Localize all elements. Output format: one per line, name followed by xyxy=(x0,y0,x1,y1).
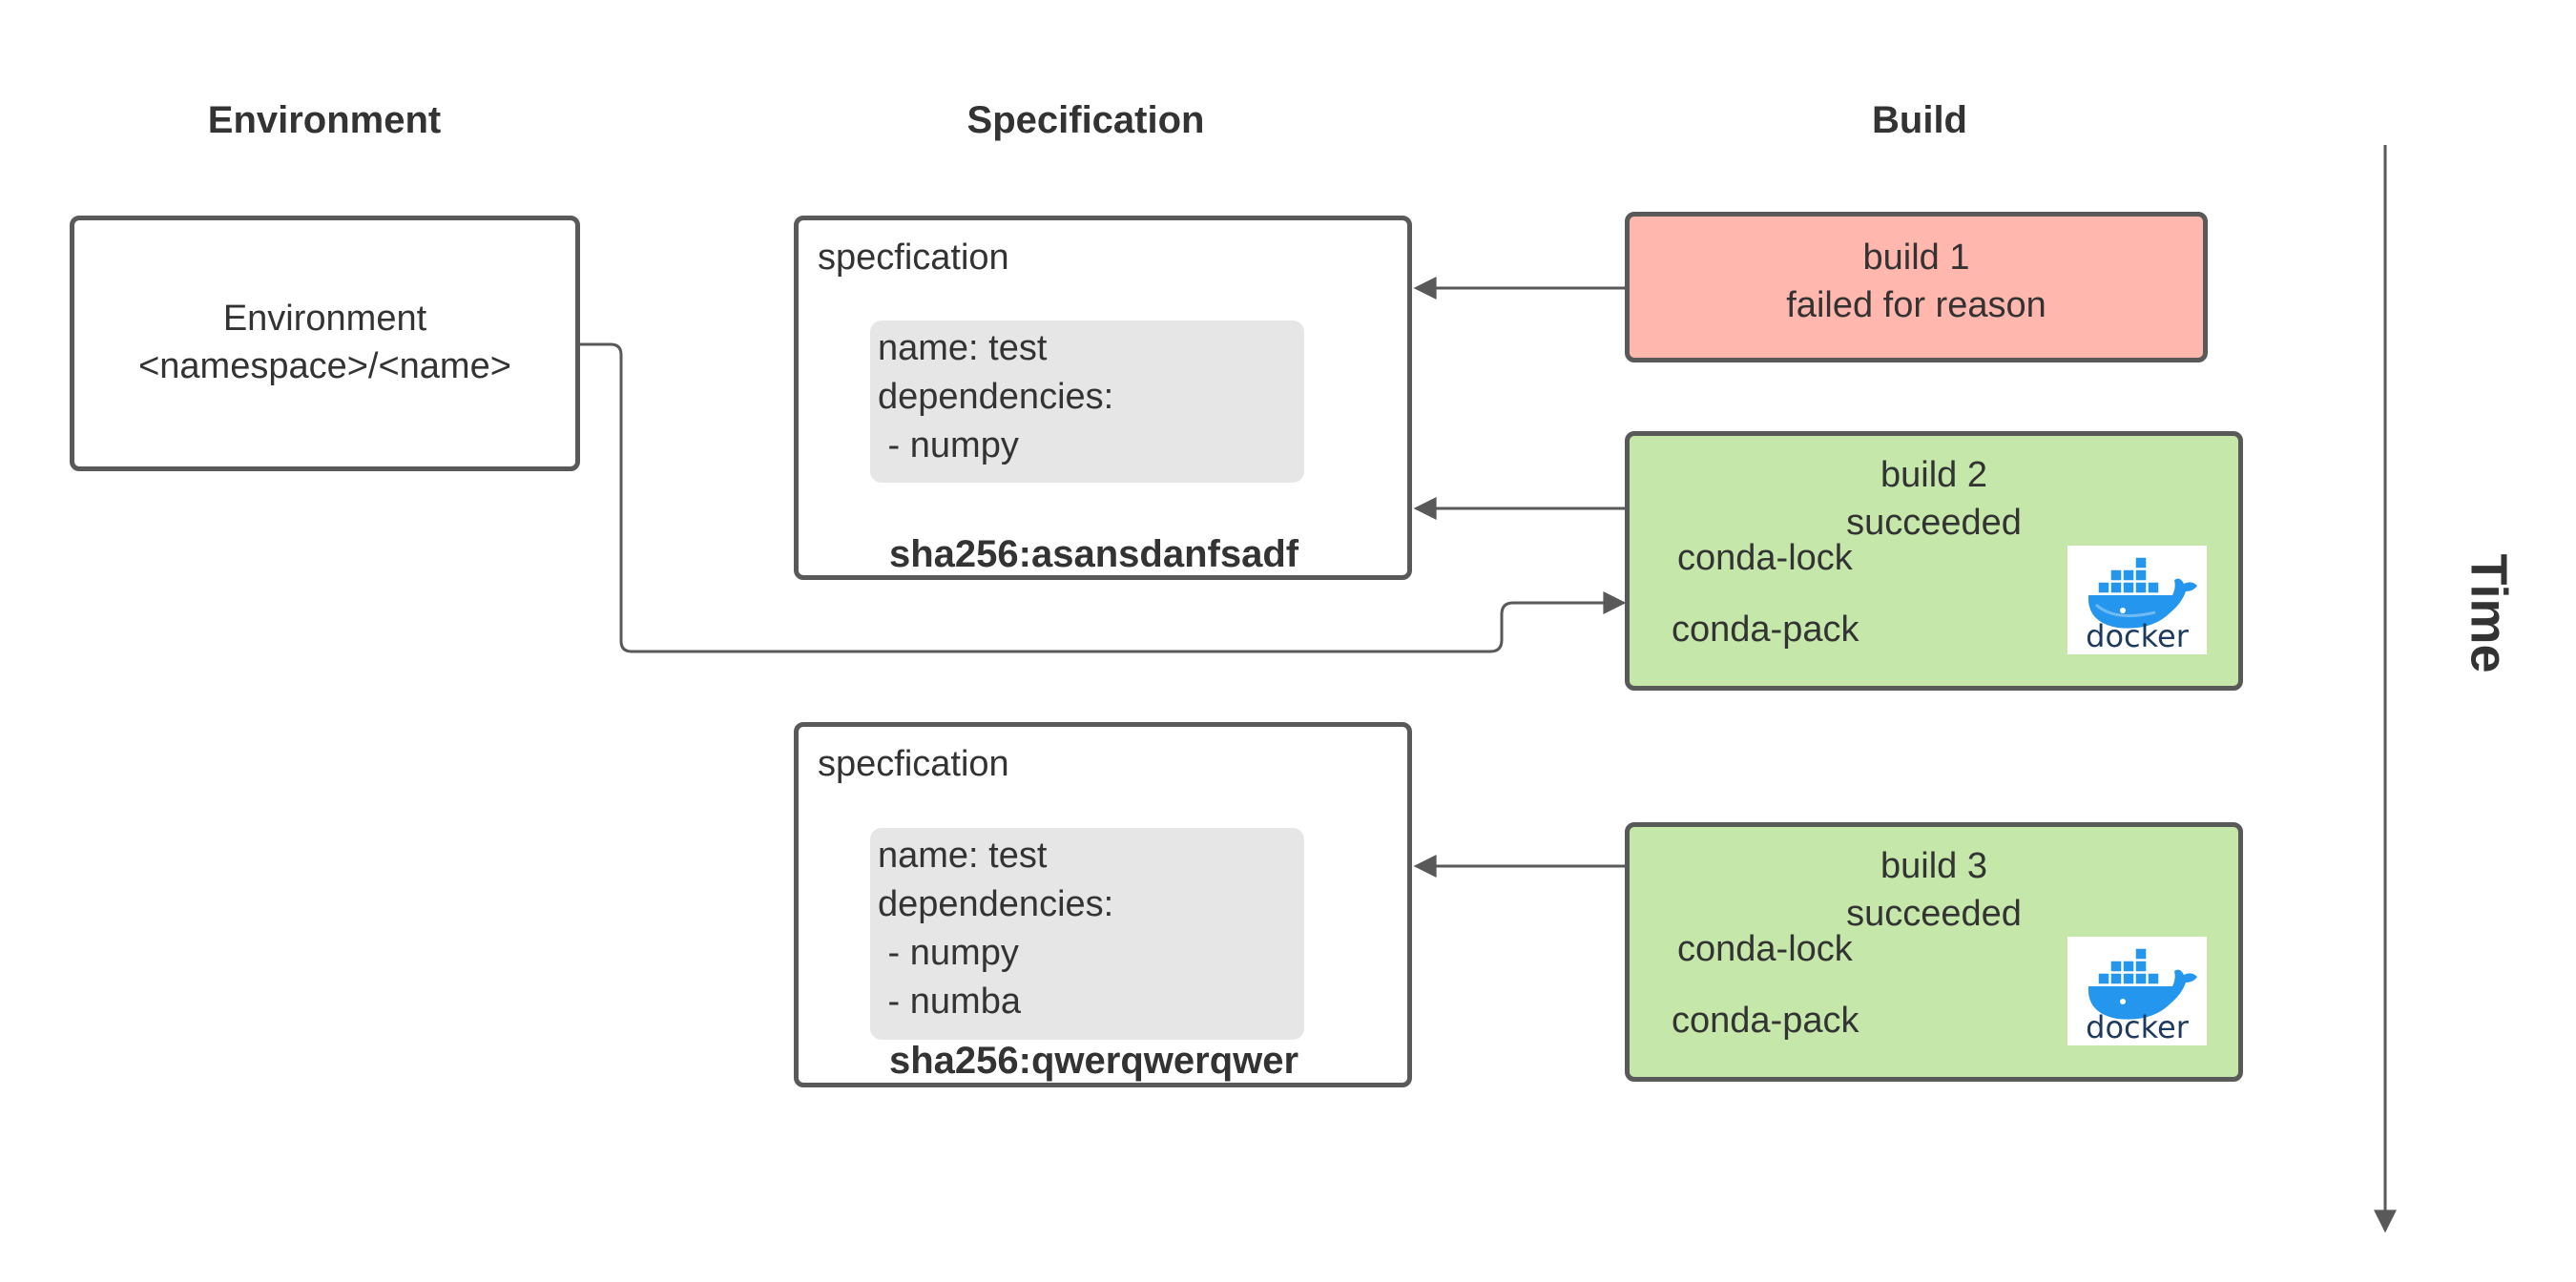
docker-logo-text: docker xyxy=(2086,1009,2190,1045)
time-label: Time xyxy=(2460,553,2518,673)
build-box-1: build 1 failed for reason xyxy=(1625,212,2208,362)
environment-box: Environment <namespace>/<name> xyxy=(70,216,580,471)
specification-box-1: specfication name: test dependencies: - … xyxy=(794,216,1412,580)
specification-title: specfication xyxy=(818,744,1009,784)
build-status: failed for reason xyxy=(1786,285,2046,325)
docker-whale-icon: docker xyxy=(2086,947,2197,1045)
docker-logo-text: docker xyxy=(2086,618,2190,654)
build-name: build 2 xyxy=(1880,455,1987,495)
specification-sha: sha256:qwerqwerqwer xyxy=(889,1040,1299,1082)
build-name: build 3 xyxy=(1880,846,1987,886)
build-status: succeeded xyxy=(1846,894,2022,934)
conda-lock-label: conda-lock xyxy=(1677,538,1853,578)
specification-yaml: name: test dependencies: - numpy xyxy=(870,320,1304,483)
build-box-3: build 3 succeeded conda-lock conda-pack … xyxy=(1625,822,2243,1082)
docker-logo: docker xyxy=(2067,937,2207,1045)
build-header: Build xyxy=(1872,99,1967,141)
specification-title: specfication xyxy=(818,238,1009,278)
specification-yaml: name: test dependencies: - numpy - numba xyxy=(870,828,1304,1040)
arrow-env-to-build2 xyxy=(579,342,1627,653)
build-name: build 1 xyxy=(1862,238,1970,278)
docker-whale-icon: docker xyxy=(2086,556,2197,654)
specification-header: Specification xyxy=(966,99,1205,141)
environment-path: <namespace>/<name> xyxy=(138,346,511,386)
build-status: succeeded xyxy=(1846,503,2022,543)
environment-header: Environment xyxy=(207,99,442,141)
specification-box-2: specfication name: test dependencies: - … xyxy=(794,722,1412,1087)
conda-lock-label: conda-lock xyxy=(1677,929,1853,969)
specification-sha: sha256:asansdanfsadf xyxy=(889,533,1299,575)
environment-label: Environment xyxy=(222,299,427,339)
conda-pack-label: conda-pack xyxy=(1672,1001,1859,1041)
conda-pack-label: conda-pack xyxy=(1672,610,1859,650)
docker-logo: docker xyxy=(2067,546,2207,654)
build-box-2: build 2 succeeded conda-lock conda-pack … xyxy=(1625,431,2243,691)
